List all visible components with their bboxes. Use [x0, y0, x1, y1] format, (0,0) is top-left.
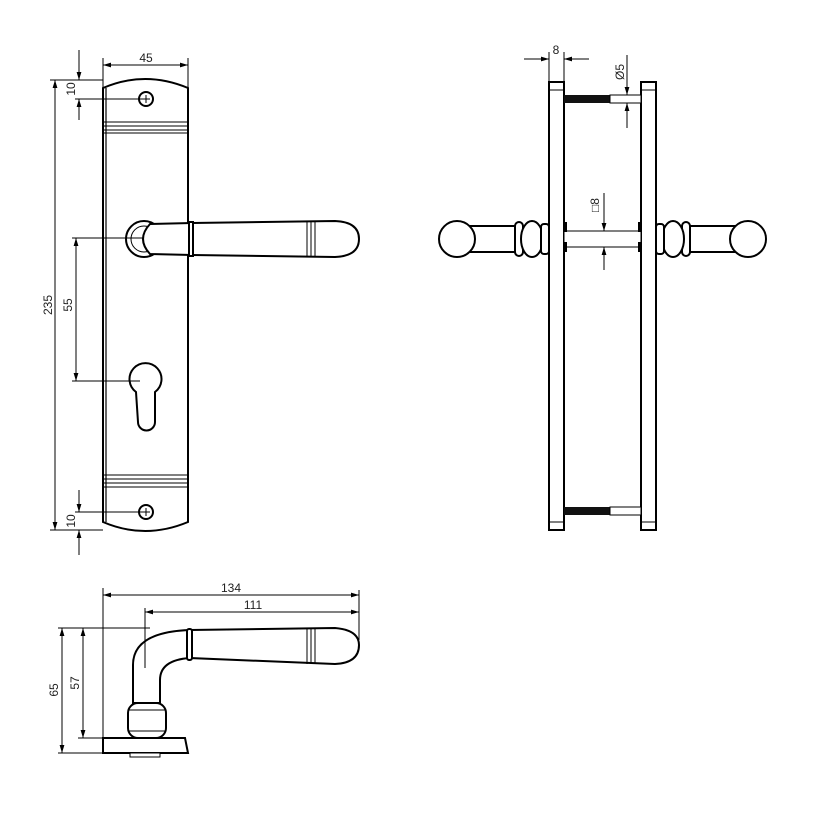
backplate [102, 78, 189, 532]
dim-total-length: 134 [221, 581, 241, 595]
front-view: 45 235 10 10 55 [41, 50, 361, 555]
spindle [563, 230, 642, 248]
dim-screw-diameter: Ø5 [613, 64, 627, 80]
dim-lever-height: 57 [68, 676, 82, 690]
right-plate [640, 81, 657, 531]
top-bolt-thread [564, 95, 610, 103]
dim-bottom-screw: 10 [64, 514, 78, 528]
right-handle-end [655, 220, 767, 258]
dim-center-distance: 55 [61, 298, 75, 312]
base-plate [102, 737, 190, 754]
lever-body [189, 626, 361, 666]
keyhole [128, 362, 163, 432]
dim-height: 235 [41, 295, 55, 315]
left-handle-end [438, 220, 550, 258]
top-grooves [103, 121, 188, 134]
left-plate [548, 81, 565, 531]
dim-plate-thickness: 8 [553, 43, 560, 57]
dim-total-height: 65 [47, 683, 61, 697]
top-view: 134 111 65 57 [47, 581, 361, 758]
lever [142, 219, 361, 259]
dim-top-screw: 10 [64, 82, 78, 96]
lever-neck [132, 628, 191, 704]
bottom-bolt-thread [564, 507, 610, 515]
dim-width: 45 [139, 51, 153, 65]
dim-lever-length: 111 [244, 598, 263, 612]
dim-spindle: □8 [588, 198, 602, 212]
side-view: 8 Ø5 □8 [438, 43, 767, 531]
bottom-grooves [103, 474, 188, 488]
collar [127, 702, 167, 739]
